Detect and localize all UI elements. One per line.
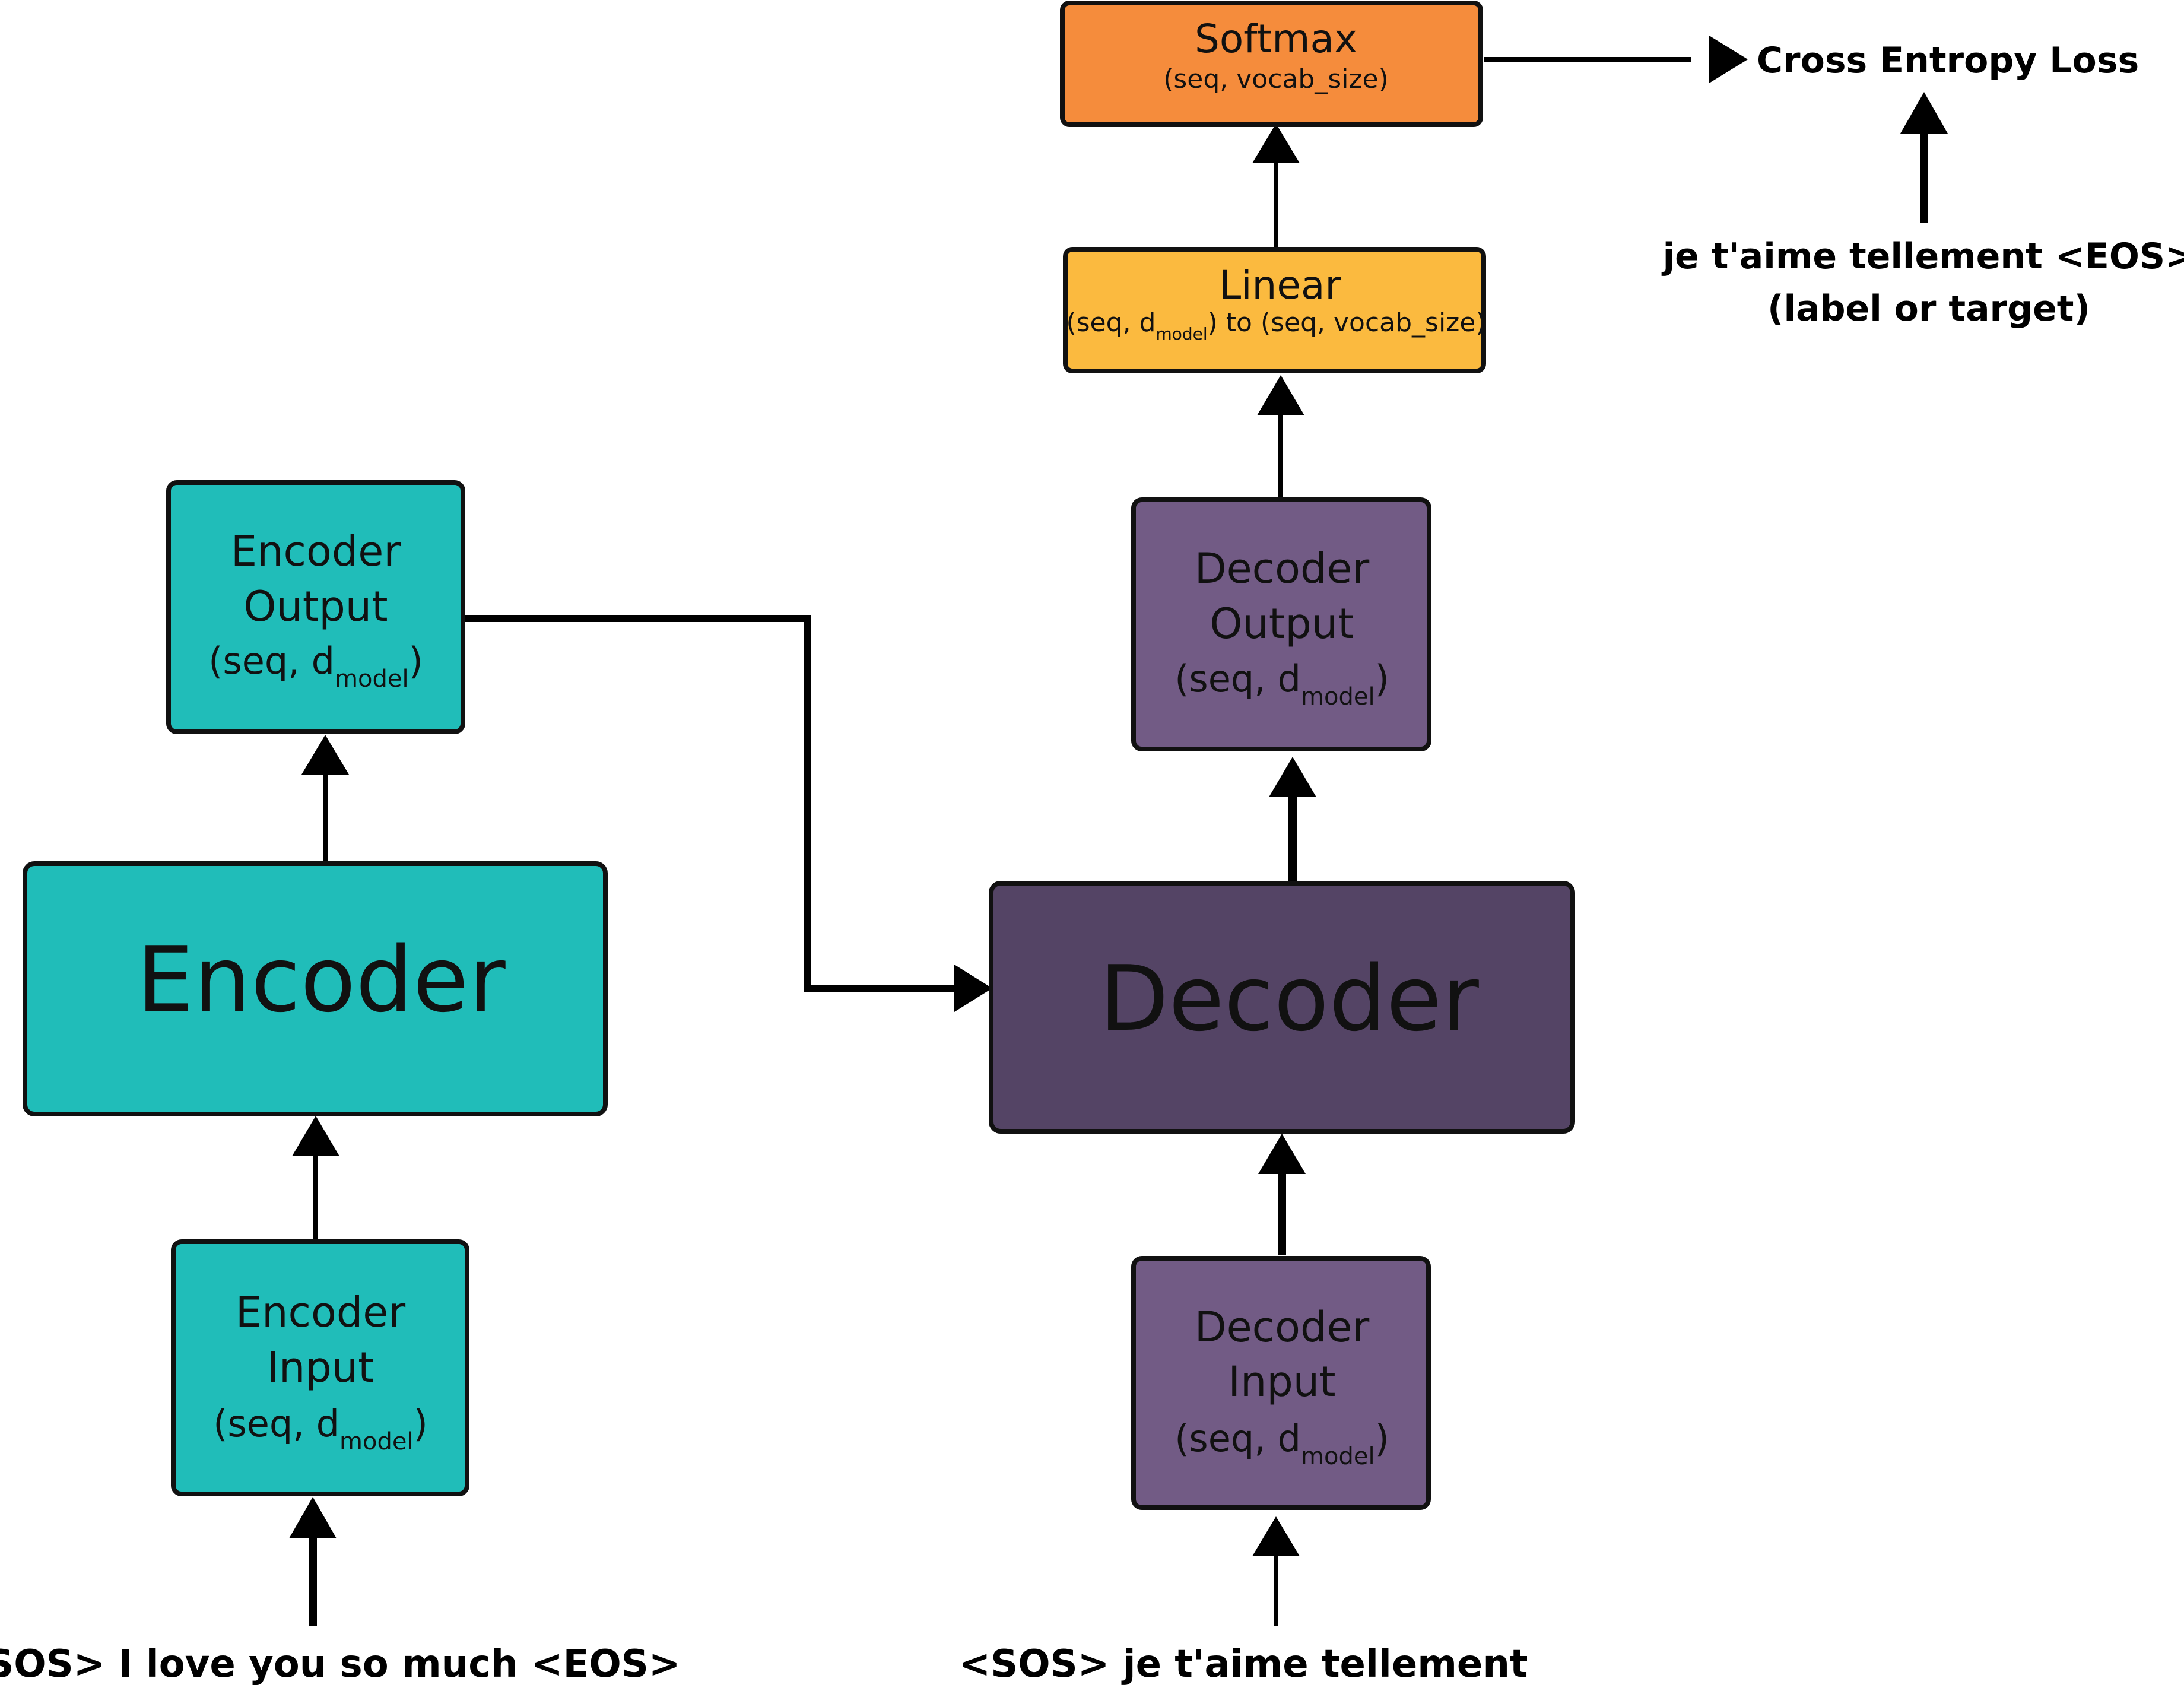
linear-box bbox=[1063, 247, 1486, 373]
encoder-output-block: Encoder Output (seq, dmodel) bbox=[166, 480, 465, 734]
decoder-input-block: Decoder Input (seq, dmodel) bbox=[1131, 1256, 1431, 1510]
softmax-label: Softmax bbox=[1195, 16, 1357, 62]
decoder-output-line2: Output bbox=[1210, 599, 1354, 648]
decoder-label: Decoder bbox=[1099, 946, 1479, 1051]
softmax-box bbox=[1060, 1, 1483, 127]
connectors bbox=[289, 36, 1948, 1626]
encoder-label: Encoder bbox=[136, 927, 506, 1032]
decoder-output-line1: Decoder bbox=[1195, 544, 1370, 593]
encoder-input-shape: (seq, dmodel) bbox=[213, 1402, 428, 1455]
arrowhead-decoder-output bbox=[1269, 757, 1316, 797]
encoder-input-line2: Input bbox=[266, 1343, 374, 1392]
softmax-shape: (seq, vocab_size) bbox=[1163, 64, 1389, 94]
arrowhead-target-loss bbox=[1900, 92, 1948, 134]
decoder-sentence: <SOS> je t'aime tellement bbox=[959, 1642, 1528, 1686]
encoder-output-line1: Encoder bbox=[231, 527, 401, 576]
arrowhead-encoder bbox=[292, 1116, 339, 1156]
cross-entropy-loss-label: Cross Entropy Loss bbox=[1757, 40, 2139, 81]
decoder-block: Decoder bbox=[989, 881, 1575, 1134]
decoder-input-line1: Decoder bbox=[1195, 1303, 1370, 1351]
target-sentence: je t'aime tellement <EOS> bbox=[1662, 236, 2184, 277]
linear-shape: (seq, dmodel) to (seq, vocab_size) bbox=[1066, 307, 1485, 344]
arrowhead-linear bbox=[1257, 375, 1304, 415]
decoder-output-block: Decoder Output (seq, dmodel) bbox=[1131, 497, 1431, 751]
softmax-block: Softmax (seq, vocab_size) bbox=[1060, 1, 1483, 127]
arrowhead-encoder-input bbox=[289, 1497, 337, 1538]
arrow-encoder-output-to-decoder bbox=[463, 615, 964, 992]
decoder-input-box bbox=[1131, 1256, 1431, 1510]
encoder-output-line2: Output bbox=[243, 582, 388, 631]
encoder-block: Encoder bbox=[23, 861, 608, 1116]
encoder-sentence: <SOS> I love you so much <EOS> bbox=[0, 1642, 680, 1686]
linear-label: Linear bbox=[1219, 262, 1341, 308]
linear-block: Linear (seq, dmodel) to (seq, vocab_size… bbox=[1063, 247, 1486, 373]
decoder-output-box bbox=[1131, 497, 1431, 751]
encoder-output-box bbox=[166, 480, 465, 734]
decoder-output-shape: (seq, dmodel) bbox=[1174, 657, 1389, 710]
target-caption: (label or target) bbox=[1767, 288, 2090, 329]
decoder-box bbox=[989, 881, 1575, 1134]
encoder-input-box bbox=[171, 1239, 469, 1496]
arrowhead-softmax bbox=[1252, 123, 1300, 163]
arrowhead-loss bbox=[1709, 36, 1748, 83]
arrowhead-decoder-input bbox=[1252, 1516, 1300, 1556]
arrowhead-decoder bbox=[1258, 1134, 1306, 1174]
encoder-box bbox=[23, 861, 608, 1116]
encoder-input-line1: Encoder bbox=[236, 1288, 405, 1337]
arrowhead-encoder-output bbox=[301, 735, 349, 775]
encoder-output-shape: (seq, dmodel) bbox=[208, 639, 423, 693]
decoder-input-line2: Input bbox=[1228, 1357, 1335, 1406]
arrowhead-decoder-cross bbox=[954, 965, 992, 1012]
decoder-input-shape: (seq, dmodel) bbox=[1174, 1417, 1389, 1470]
encoder-input-block: Encoder Input (seq, dmodel) bbox=[171, 1239, 469, 1496]
